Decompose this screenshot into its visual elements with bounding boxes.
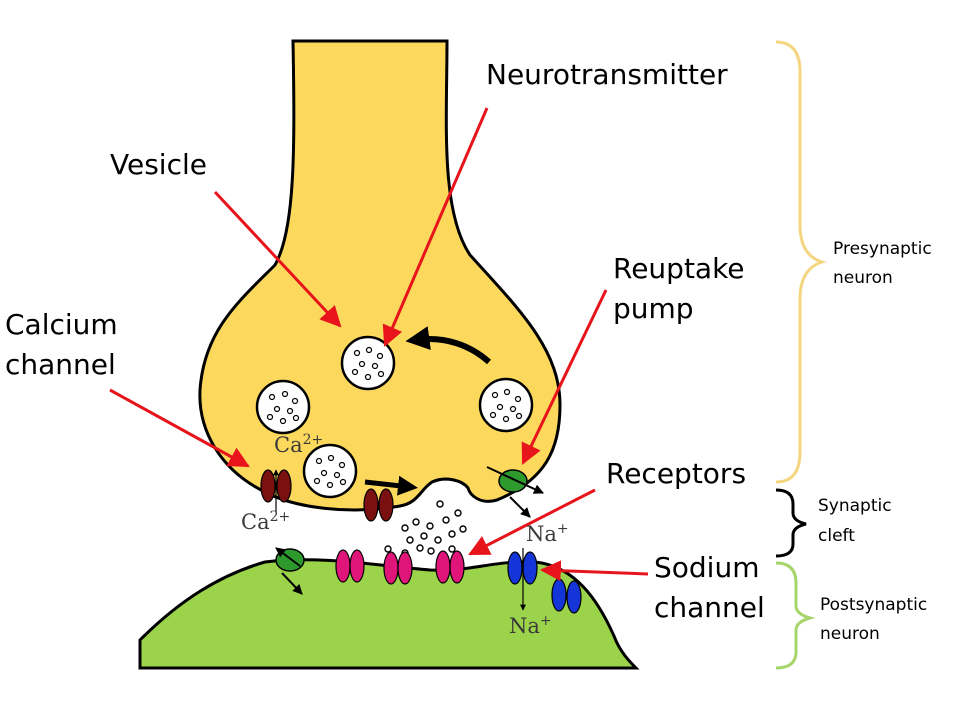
label-synaptic-cleft-line2: cleft	[818, 526, 855, 546]
label-presynaptic-line2: neuron	[833, 268, 893, 288]
reuptake-arrow	[486, 466, 544, 494]
sodium-ion-base: Na	[526, 522, 557, 546]
receptor	[335, 549, 365, 583]
pump-arrow-left	[275, 547, 301, 567]
pointer-arrow-neurotransmitter	[382, 107, 489, 347]
presynaptic-brace	[775, 40, 827, 484]
label-neurotransmitter: Neurotransmitter	[486, 58, 728, 91]
calcium-ion-base: Ca	[274, 433, 303, 457]
label-receptors: Receptors	[606, 457, 747, 490]
calcium-ion-charge: 2+	[269, 509, 291, 525]
label-vesicle: Vesicle	[110, 148, 207, 181]
label-sodium-channel-line2: channel	[654, 591, 765, 624]
pump-arrow-right	[281, 572, 303, 595]
pointer-arrows	[109, 107, 649, 582]
pointer-arrow-receptors	[468, 488, 596, 556]
calcium-ion-charge: 2+	[302, 432, 324, 448]
label-reuptake-pump-line1: Reuptake	[613, 252, 745, 285]
sodium-channel	[551, 578, 582, 614]
sodium-ion-charge: +	[556, 521, 569, 537]
sodium-ion-base: Na	[509, 614, 540, 638]
label-synaptic-cleft-line1: Synaptic	[818, 496, 892, 516]
receptor	[435, 550, 465, 584]
synaptic-cleft-brace	[775, 488, 807, 558]
sodium-ion-charge: +	[539, 613, 552, 629]
released-neurotransmitter	[384, 500, 467, 557]
label-calcium-channel-line1: Calcium	[5, 308, 118, 341]
label-sodium-ion-upper: Na+	[526, 521, 569, 547]
calcium-channel	[260, 469, 292, 503]
presynaptic-neuron	[198, 39, 562, 512]
label-presynaptic-line1: Presynaptic	[833, 239, 932, 259]
postsynaptic-brace	[775, 561, 816, 670]
pointer-arrow-calcium	[109, 388, 250, 468]
receptor	[383, 551, 413, 585]
recycling-arrow	[405, 326, 491, 365]
calcium-channel	[363, 488, 394, 522]
label-postsynaptic-line2: neuron	[820, 624, 880, 644]
pointer-arrow-vesicle	[213, 190, 342, 328]
label-sodium-channel-line1: Sodium	[654, 551, 760, 584]
vesicle	[340, 335, 396, 391]
label-calcium-channel-line2: channel	[5, 348, 116, 381]
vesicle	[302, 443, 358, 499]
reuptake-pump	[498, 469, 528, 493]
label-reuptake-pump-line2: pump	[613, 292, 694, 325]
reuptake-out-arrow	[509, 496, 531, 518]
label-calcium-ion-upper: Ca2+	[274, 432, 323, 458]
vesicle	[255, 379, 311, 435]
label-calcium-ion-lower: Ca2+	[241, 509, 290, 535]
exocytosis-arrow	[364, 475, 418, 496]
label-postsynaptic-line1: Postsynaptic	[820, 595, 928, 615]
pointer-arrow-sodium	[539, 560, 649, 582]
label-sodium-ion-lower: Na+	[509, 613, 552, 639]
vesicle	[478, 377, 534, 433]
calcium-ion-base: Ca	[241, 510, 270, 534]
pointer-arrow-reuptake	[521, 289, 608, 465]
